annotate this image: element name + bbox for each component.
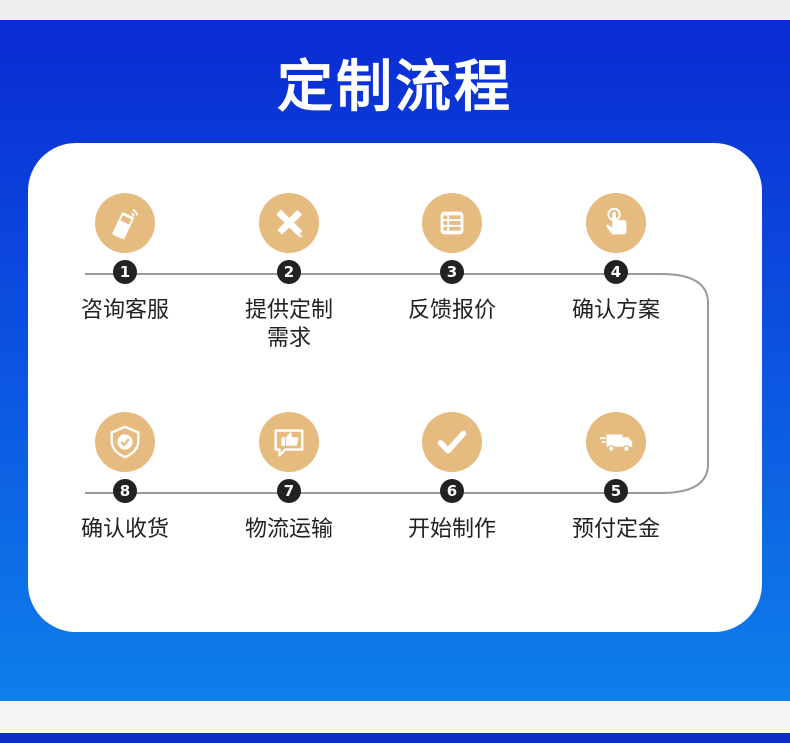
step-number: 5 [604, 479, 628, 503]
process-card: 1 咨询客服 2 提供定制 需求 3 反馈报价 [28, 143, 762, 632]
bottom-strip [0, 733, 790, 743]
step-label: 提供定制 需求 [244, 298, 333, 351]
step-number: 1 [113, 260, 137, 284]
step-label: 反馈报价 [407, 298, 496, 323]
thumbs-up-icon [259, 412, 319, 472]
step-label: 开始制作 [407, 517, 496, 542]
section-gap [0, 701, 790, 733]
step-number: 4 [604, 260, 628, 284]
list-icon [422, 193, 482, 253]
shield-check-icon [95, 412, 155, 472]
step-label: 物流运输 [244, 517, 333, 542]
tap-hand-icon [586, 193, 646, 253]
phone-icon [95, 193, 155, 253]
step-label: 咨询客服 [80, 298, 169, 323]
checkmark-icon [422, 412, 482, 472]
process-track [85, 273, 709, 494]
step-number: 6 [440, 479, 464, 503]
step-label: 确认方案 [571, 298, 660, 323]
page-title: 定制流程 [277, 55, 513, 120]
step-label: 预付定金 [571, 517, 660, 542]
top-strip [0, 0, 790, 20]
step-number: 7 [277, 479, 301, 503]
track-line [85, 273, 709, 494]
delivery-truck-icon [586, 412, 646, 472]
step-number: 8 [113, 479, 137, 503]
pencil-ruler-icon [259, 193, 319, 253]
step-number: 3 [440, 260, 464, 284]
step-number: 2 [277, 260, 301, 284]
step-label: 确认收货 [80, 517, 169, 542]
